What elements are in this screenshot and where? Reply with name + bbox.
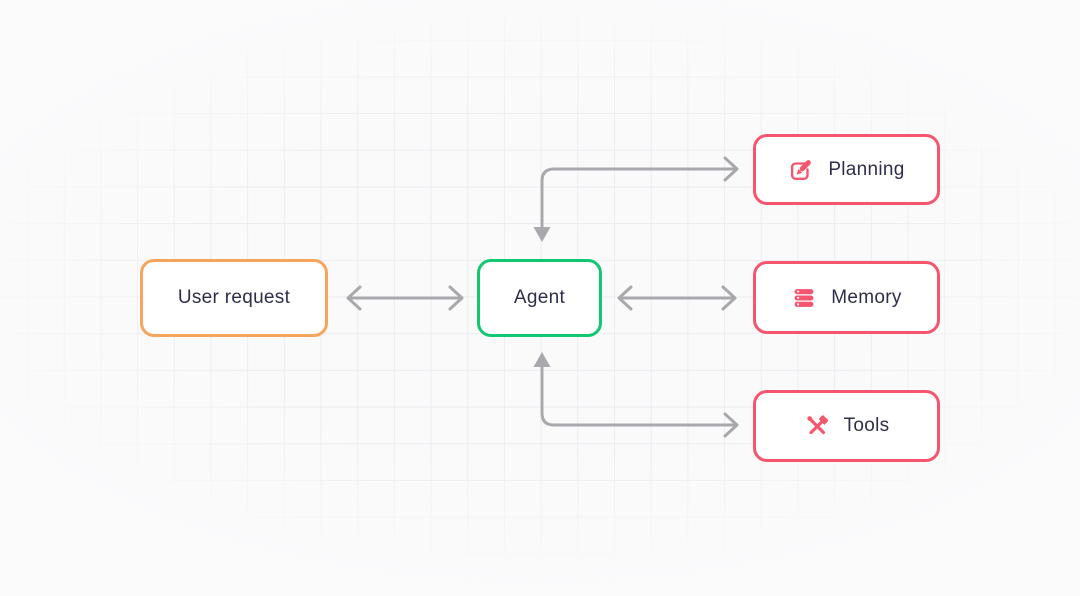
node-tools: Tools: [753, 390, 940, 462]
edit-icon: [791, 159, 812, 180]
node-planning-label: Planning: [828, 158, 905, 180]
connector-user-agent: [346, 285, 464, 311]
node-user-request-label: User request: [177, 287, 291, 308]
crossed-tools-icon: [806, 415, 828, 435]
connector-agent-tools: [540, 361, 739, 438]
connector-agent-planning: [540, 156, 739, 233]
arrowhead-into-agent-bottom: [533, 352, 551, 367]
node-user-request: User request: [140, 259, 328, 337]
node-planning: Planning: [753, 134, 940, 205]
node-memory-label: Memory: [831, 286, 902, 308]
node-agent-label: Agent: [513, 287, 566, 308]
node-memory: Memory: [753, 261, 940, 334]
server-stack-icon: [794, 288, 814, 307]
node-agent: Agent: [477, 259, 602, 337]
connector-agent-memory: [617, 285, 737, 311]
node-tools-label: Tools: [843, 415, 890, 436]
arrowhead-into-agent-top: [533, 227, 551, 242]
